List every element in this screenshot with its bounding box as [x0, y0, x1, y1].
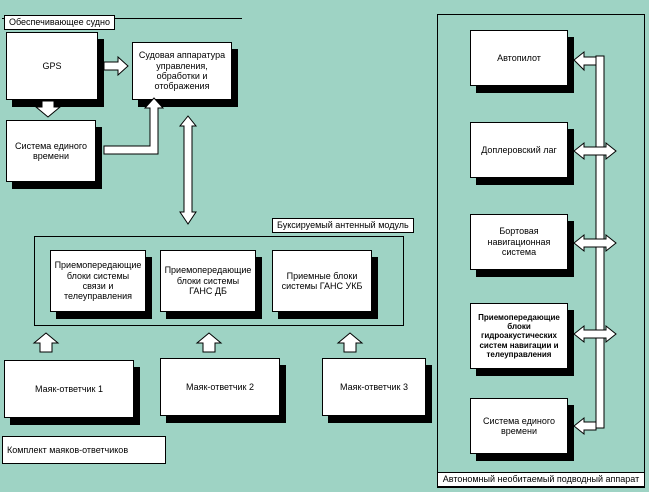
nav-system-box: Бортовая навигационная система — [470, 214, 568, 270]
beacon-1-box: Маяк-ответчик 1 — [4, 360, 134, 418]
block-db-box: Приемопередающие блоки системы ГАНС ДБ — [160, 250, 256, 312]
arrow-beacon-1 — [32, 332, 60, 353]
antenna-module-frame — [34, 236, 404, 326]
beacon-2-box: Маяк-ответчик 2 — [160, 358, 280, 416]
arrow-auv-time — [573, 416, 597, 436]
auv-title: Автономный необитаемый подводный аппарат — [437, 472, 645, 487]
auv-frame — [437, 14, 645, 488]
arrow-hydro — [573, 324, 617, 344]
gps-box: GPS — [6, 32, 98, 100]
arrow-nav — [573, 233, 617, 253]
block-ukb-box: Приемные блоки системы ГАНС УКБ — [272, 250, 372, 312]
autopilot-box: Автопилот — [470, 30, 568, 86]
doppler-log-box: Доплеровский лаг — [470, 122, 568, 178]
arrow-time-to-control — [103, 97, 165, 155]
arrow-control-antenna — [178, 115, 198, 225]
arrow-beacon-3 — [336, 332, 364, 353]
hydro-blocks-box: Приемопередающие блоки гидроакустических… — [470, 303, 568, 369]
block-comm-box: Приемопередающие блоки системы связи и т… — [50, 250, 146, 312]
supply-vessel-frame — [2, 18, 242, 19]
beacon-kit-label: Комплект маяков-ответчиков — [2, 436, 166, 464]
arrow-gps-to-control — [103, 55, 129, 77]
beacon-3-box: Маяк-ответчик 3 — [322, 358, 426, 416]
arrow-beacon-2 — [195, 332, 223, 353]
arrow-doppler — [573, 141, 617, 161]
vessel-time-system-box: Система единого времени — [6, 120, 96, 182]
arrow-gps-to-time — [34, 100, 62, 118]
vessel-control-unit-box: Судовая аппаратура управления, обработки… — [132, 42, 232, 100]
arrow-autopilot — [573, 50, 597, 72]
auv-time-system-box: Система единого времени — [470, 398, 568, 454]
supply-vessel-title: Обеспечивающее судно — [4, 15, 116, 30]
antenna-module-title: Буксируемый антенный модуль — [272, 218, 414, 233]
